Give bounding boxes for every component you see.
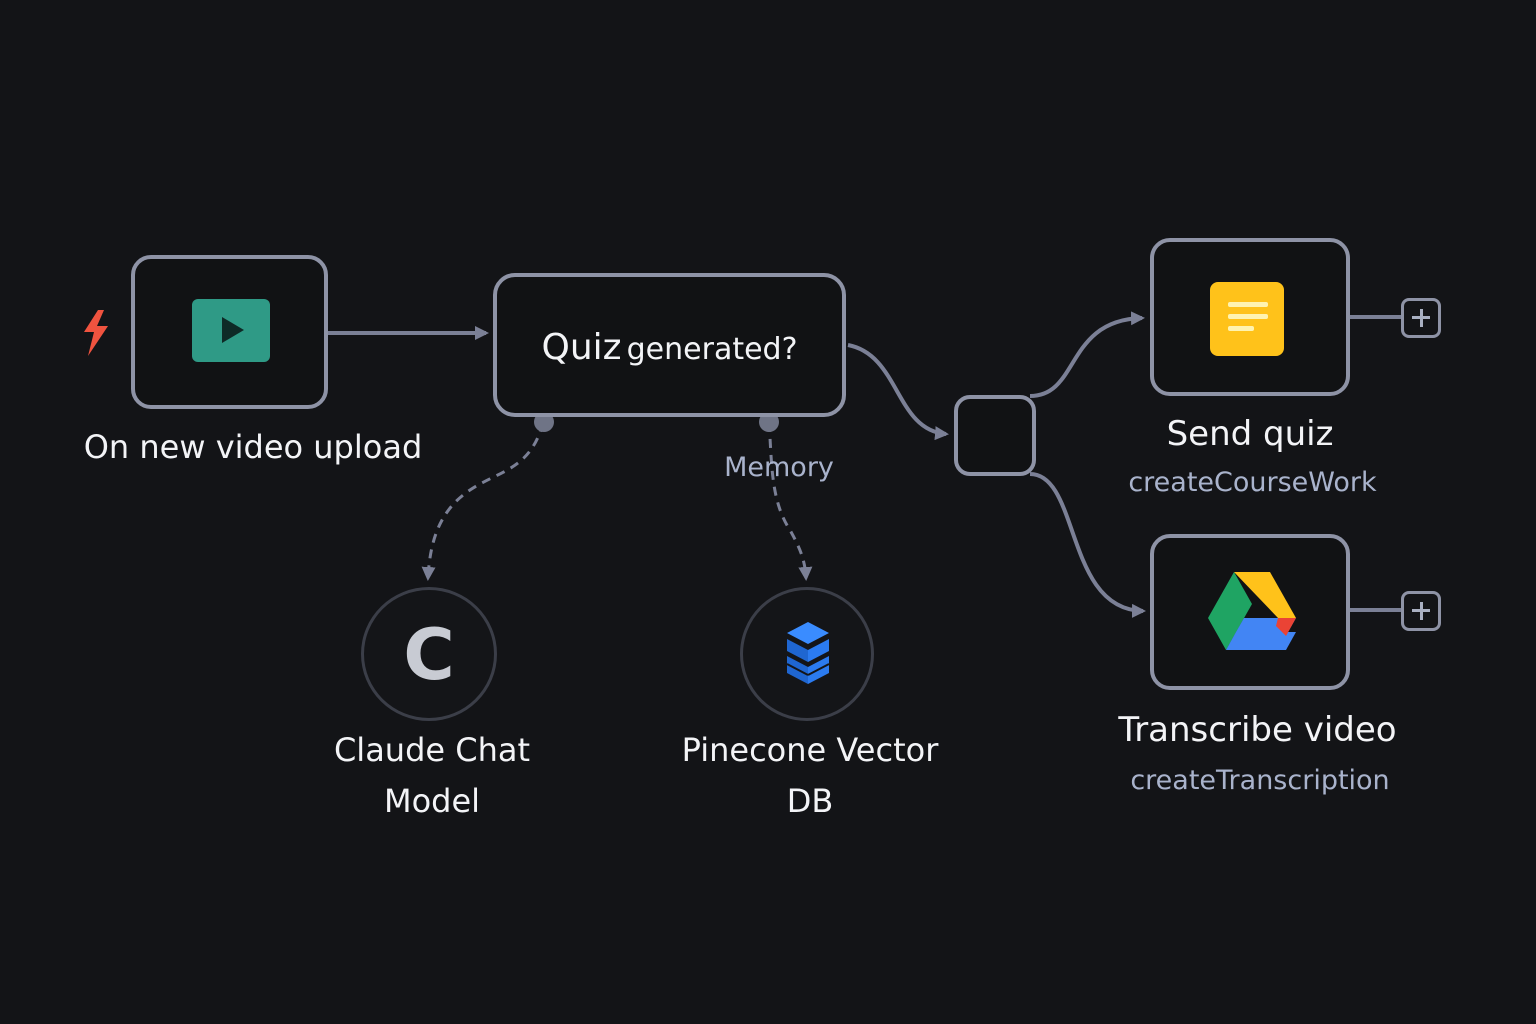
pinecone-stack-icon [786, 622, 830, 684]
trigger-node[interactable] [131, 255, 328, 409]
condition-model-handle[interactable] [534, 412, 554, 432]
pinecone-label-line1: Pinecone Vector [681, 731, 939, 769]
claude-c-icon: C [403, 614, 455, 696]
condition-node[interactable]: Quiz generated? [493, 273, 846, 417]
condition-label-suffix: generated? [626, 332, 798, 367]
add-after-transcribe-button[interactable] [1401, 591, 1441, 631]
google-drive-icon [1208, 572, 1296, 650]
pinecone-label-line2: DB [786, 782, 834, 820]
claude-label-line1: Claude Chat [333, 731, 531, 769]
edge-condition-to-router[interactable] [847, 343, 949, 441]
condition-memory-handle[interactable] [759, 412, 779, 432]
router-node[interactable] [954, 395, 1036, 476]
transcribe-title: Transcribe video [1118, 710, 1397, 750]
send-quiz-subtitle: createCourseWork [1128, 467, 1377, 498]
condition-label-prefix: Quiz [541, 327, 622, 368]
video-play-icon [192, 299, 270, 362]
edge-condition-to-claude-model[interactable] [421, 422, 545, 581]
memory-connection-label: Memory [724, 452, 834, 483]
condition-label: Quiz generated? [497, 327, 842, 368]
send-quiz-node[interactable] [1150, 238, 1350, 396]
transcribe-subtitle: createTranscription [1130, 765, 1390, 796]
trigger-label: On new video upload [83, 428, 423, 466]
google-classroom-doc-icon [1210, 282, 1284, 356]
lightning-bolt-icon [84, 310, 108, 356]
claude-label-line2: Model [383, 782, 481, 820]
edge-router-to-send-quiz[interactable] [1029, 311, 1145, 398]
pinecone-vector-db-node[interactable] [740, 587, 874, 721]
edge-condition-to-pinecone-memory[interactable] [767, 422, 813, 581]
claude-model-node[interactable]: C [361, 587, 497, 721]
edge-router-to-transcribe[interactable] [1029, 472, 1146, 618]
add-after-send-quiz-button[interactable] [1401, 298, 1441, 338]
send-quiz-title: Send quiz [1166, 414, 1334, 454]
transcribe-node[interactable] [1150, 534, 1350, 690]
